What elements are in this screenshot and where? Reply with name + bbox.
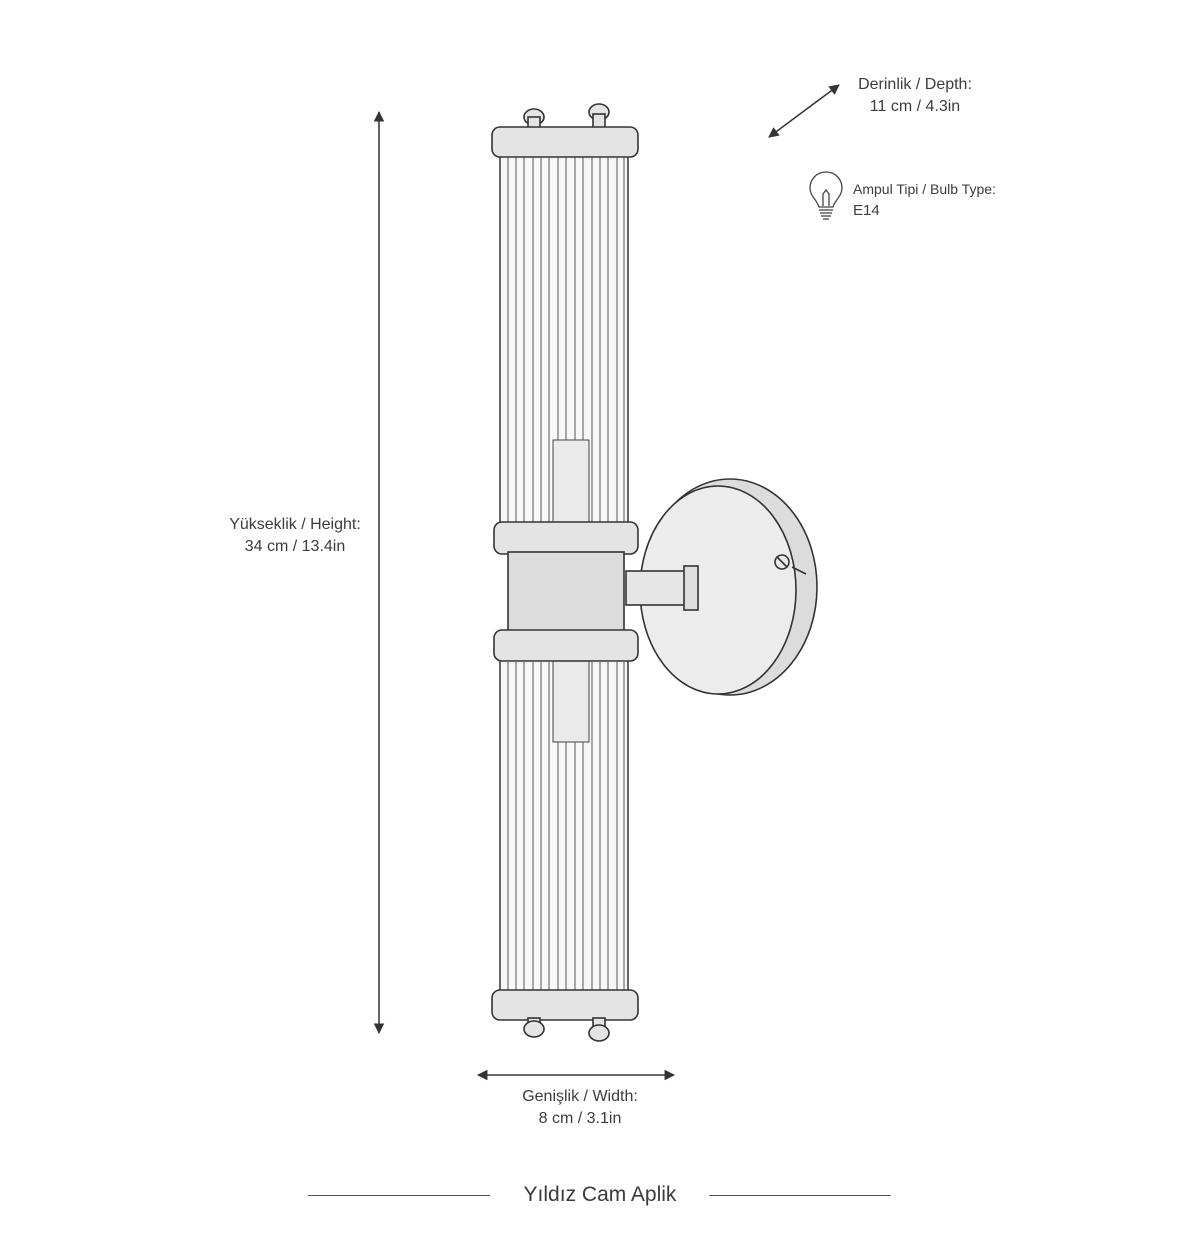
width-value: 8 cm / 3.1in (538, 1110, 622, 1127)
width-label: Genişlik / Width: 8 cm / 3.1in (480, 1086, 680, 1130)
wall-mount (625, 478, 818, 696)
upper-glass-shade (499, 149, 629, 526)
depth-value: 11 cm / 4.3in (869, 98, 961, 115)
bulb-type-value: E14 (853, 202, 880, 219)
height-name: Yükseklik / Height: (229, 516, 361, 533)
metal-fittings (491, 103, 639, 1042)
product-title: Yıldız Cam Aplik (523, 1183, 677, 1206)
height-value: 34 cm / 13.4in (244, 538, 346, 555)
title-rule-left (308, 1195, 490, 1196)
bulb-type-name: Ampul Tipi / Bulb Type: (853, 181, 996, 197)
height-label: Yükseklik / Height: 34 cm / 13.4in (190, 514, 400, 558)
depth-label: Derinlik / Depth: 11 cm / 4.3in (820, 74, 1010, 118)
title-rule-right (709, 1195, 891, 1196)
lightbulb-icon (809, 171, 843, 220)
bulb-type-label: Ampul Tipi / Bulb Type: E14 (853, 178, 996, 222)
depth-name: Derinlik / Depth: (858, 76, 972, 93)
lower-glass-shade (499, 659, 629, 998)
depth-arrow (768, 84, 840, 138)
width-name: Genişlik / Width: (522, 1088, 638, 1105)
